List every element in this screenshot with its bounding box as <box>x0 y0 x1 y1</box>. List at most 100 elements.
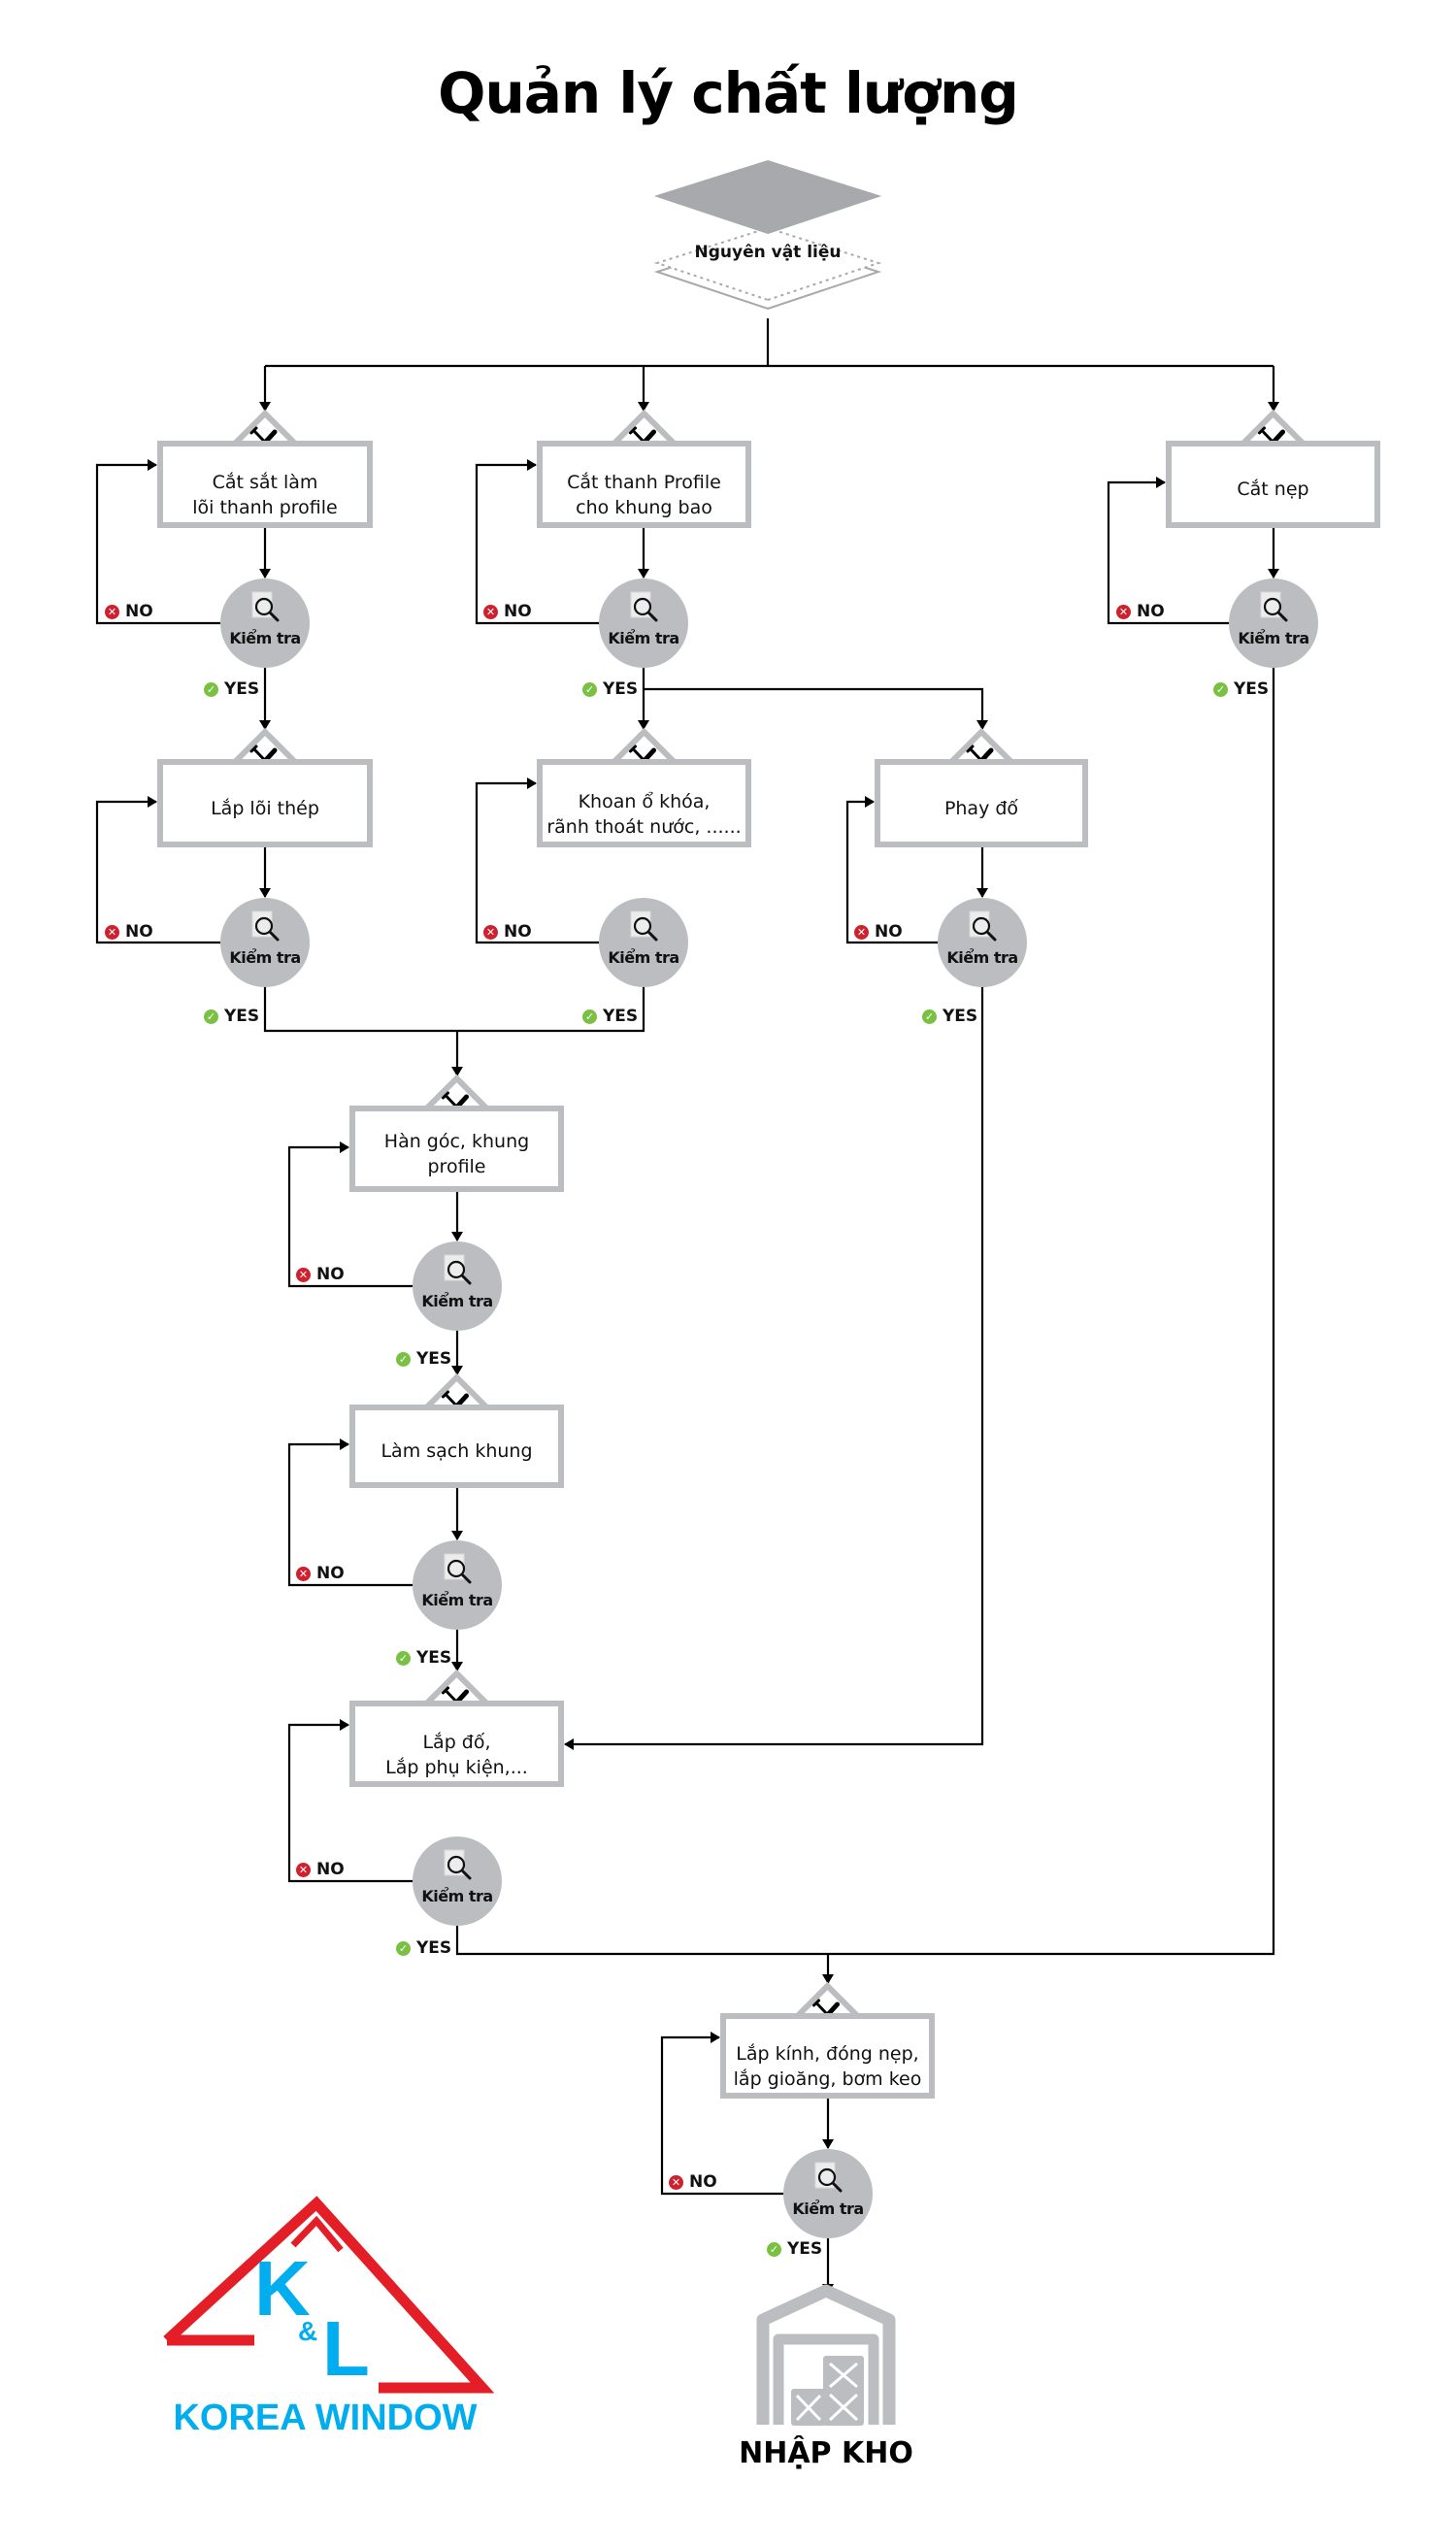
step-label: Khoan ổ khóa, rãnh thoát nước, ...... <box>546 790 742 838</box>
inspection-magnifier-icon <box>251 591 280 622</box>
no-loop-line <box>95 796 220 944</box>
no-label: NO <box>125 602 153 621</box>
inspection-label: Kiểm tra <box>229 948 301 967</box>
merge-to-han-goc <box>263 987 645 1033</box>
no-label: NO <box>504 922 532 942</box>
inspection-magnifier-icon <box>444 1849 472 1880</box>
no-label: NO <box>875 922 903 942</box>
no-tag: ✕ NO <box>105 602 153 621</box>
inspection-node: Kiểm tra <box>413 1540 502 1630</box>
inspection-label: Kiểm tra <box>608 629 679 647</box>
yes-tag: ✓ YES <box>396 1349 451 1369</box>
no-label: NO <box>1137 602 1165 621</box>
check-circle-icon: ✓ <box>1213 681 1228 697</box>
yes-to-phay-do <box>644 687 988 730</box>
check-circle-icon: ✓ <box>582 681 597 697</box>
no-loop-line <box>287 1719 413 1883</box>
step-label: Lắp kính, đóng nẹp, lắp gioăng, bơm keo <box>733 2043 922 2090</box>
inspection-label: Kiểm tra <box>1238 629 1309 647</box>
check-circle-icon: ✓ <box>922 1009 937 1024</box>
yes-label: YES <box>787 2239 823 2259</box>
step-label: Lắp lõi thép <box>211 797 319 819</box>
step-label: Hàn góc, khung profile <box>383 1130 530 1177</box>
cross-circle-icon: ✕ <box>669 2174 683 2190</box>
warehouse-icon <box>756 2284 896 2426</box>
no-tag: ✕NO <box>483 602 532 621</box>
inspection-magnifier-icon <box>444 1553 472 1584</box>
no-tag: ✕NO <box>296 1265 345 1284</box>
step-label: Làm sạch khung <box>381 1440 533 1462</box>
check-circle-icon: ✓ <box>767 2241 781 2257</box>
inspection-node: Kiểm tra <box>599 898 688 987</box>
yes-label: YES <box>603 679 639 699</box>
step-box-han-goc: Hàn góc, khung profile <box>349 1106 564 1192</box>
no-loop-line <box>287 1141 413 1288</box>
phay-do-to-lap-do <box>564 987 984 1750</box>
yes-tag: ✓ YES <box>396 1938 451 1958</box>
no-tag: ✕ NO <box>1116 602 1165 621</box>
check-circle-icon: ✓ <box>396 1940 411 1956</box>
inspection-node: Kiểm tra <box>938 898 1027 987</box>
yes-label: YES <box>603 1007 639 1026</box>
step-box-cat-profile: Cắt thanh Profile cho khung bao <box>537 441 751 528</box>
no-label: NO <box>316 1265 345 1284</box>
yes-tag: ✓ YES <box>582 679 638 699</box>
yes-tag: ✓ YES <box>582 1007 638 1026</box>
yes-tag: ✓ YES <box>767 2239 822 2259</box>
inspection-node: Kiểm tra <box>413 1241 502 1331</box>
inspection-label: Kiểm tra <box>792 2200 864 2218</box>
step-label: Phay đố <box>943 797 1019 819</box>
step-label: Cắt sắt làm lõi thanh profile <box>192 472 338 518</box>
inspection-node: Kiểm tra <box>1229 579 1318 668</box>
no-loop-line <box>475 459 599 625</box>
no-loop-line <box>287 1439 413 1587</box>
end-label: NHẬP KHO <box>739 2436 913 2470</box>
check-circle-icon: ✓ <box>582 1009 597 1024</box>
step-box-lam-sach: Làm sạch khung <box>349 1405 564 1488</box>
yes-label: YES <box>416 1349 452 1369</box>
step-label: Cắt thanh Profile cho khung bao <box>567 472 721 518</box>
yes-label: YES <box>224 1007 260 1026</box>
check-circle-icon: ✓ <box>396 1351 411 1367</box>
yes-label: YES <box>416 1938 452 1958</box>
connectors <box>95 318 1279 2294</box>
no-tag: ✕NO <box>483 922 532 942</box>
inspection-node: Kiểm tra <box>413 1836 502 1926</box>
no-loop-line <box>95 459 220 625</box>
inspection-magnifier-icon <box>444 1254 472 1285</box>
step-box-lap-kinh: Lắp kính, đóng nẹp, lắp gioăng, bơm keo <box>720 2013 935 2099</box>
yes-tag: ✓ YES <box>204 1007 259 1026</box>
inspection-label: Kiểm tra <box>608 948 679 967</box>
step-box-cat-sat: Cắt sắt làm lõi thanh profile <box>157 441 373 528</box>
inspection-magnifier-icon <box>251 910 280 942</box>
cross-circle-icon: ✕ <box>296 1566 311 1581</box>
inspection-node: Kiểm tra <box>599 579 688 668</box>
inspection-label: Kiểm tra <box>421 1887 493 1905</box>
cross-circle-icon: ✕ <box>1116 604 1131 619</box>
check-circle-icon: ✓ <box>204 1009 218 1024</box>
inspection-node: Kiểm tra <box>220 898 310 987</box>
yes-tag: ✓ YES <box>1213 679 1269 699</box>
brand-name: KOREA WINDOW <box>173 2398 478 2438</box>
inspection-magnifier-icon <box>630 591 658 622</box>
step-box-phay-do: Phay đố <box>875 759 1088 847</box>
cross-circle-icon: ✕ <box>105 924 119 940</box>
yes-label: YES <box>1234 679 1270 699</box>
inspection-label: Kiểm tra <box>229 629 301 647</box>
no-tag: ✕NO <box>669 2172 717 2192</box>
step-label: Cắt nẹp <box>1237 479 1309 500</box>
no-loop-line <box>1107 477 1229 625</box>
inspection-magnifier-icon <box>969 910 997 942</box>
yes-tag: ✓YES <box>922 1007 977 1026</box>
cross-circle-icon: ✕ <box>296 1862 311 1877</box>
brand-k: K <box>254 2245 311 2332</box>
step-box-khoan: Khoan ổ khóa, rãnh thoát nước, ...... <box>537 759 751 847</box>
step-box-lap-do: Lắp đố, Lắp phụ kiện,... <box>349 1701 564 1787</box>
inspection-magnifier-icon <box>1260 591 1288 622</box>
start-label: Nguyên vật liệu <box>694 243 842 262</box>
brand-l: L <box>322 2305 370 2392</box>
cross-circle-icon: ✕ <box>483 604 498 619</box>
cross-circle-icon: ✕ <box>105 604 119 619</box>
yes-tag: ✓YES <box>396 1648 451 1668</box>
